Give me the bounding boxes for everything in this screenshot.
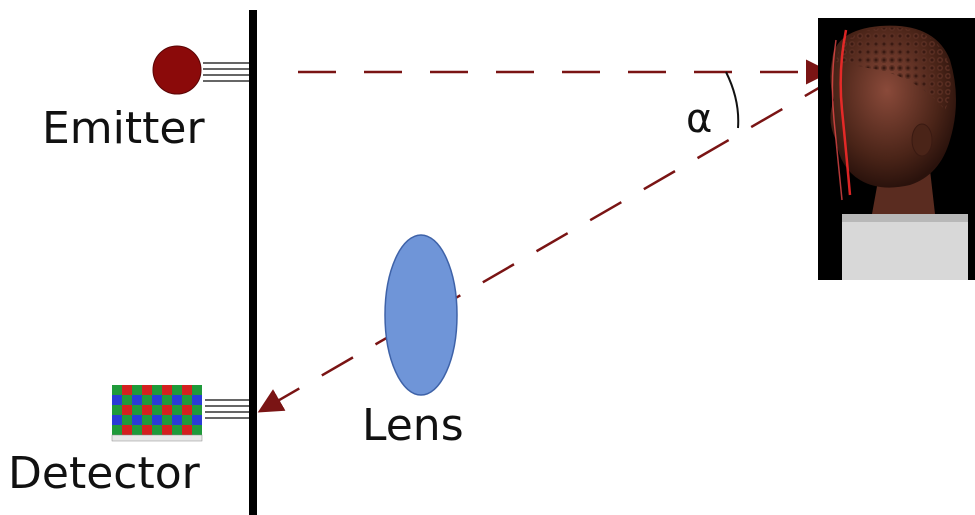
bayer-cell [182,405,192,415]
bayer-cell [112,415,122,425]
bayer-cell [172,415,182,425]
bayer-cell [152,405,162,415]
bayer-cell [132,385,142,395]
bayer-cell [142,425,152,435]
lens-shape [384,234,458,396]
detector: Detector [8,385,249,499]
bayer-cell [142,385,152,395]
bayer-cell [112,425,122,435]
pedestal [842,214,968,280]
bayer-cell [142,405,152,415]
bayer-cell [182,395,192,405]
bayer-cell [162,385,172,395]
bayer-cell [132,405,142,415]
lens-label: Lens [362,400,464,451]
emitter-connector-lines [203,62,249,82]
bayer-cell [172,385,182,395]
bayer-cell [142,415,152,425]
bayer-cell [182,385,192,395]
lens: Lens [362,234,464,451]
detector-connector-lines [205,399,249,419]
bayer-cell [192,415,202,425]
bayer-cell [172,425,182,435]
bayer-cell [132,425,142,435]
bayer-cell [132,415,142,425]
bayer-cell [172,405,182,415]
bayer-cell [112,405,122,415]
angle-label: α [686,96,712,142]
bayer-cell [112,385,122,395]
bayer-cell [152,415,162,425]
bayer-cell [112,395,122,405]
bayer-cell [192,395,202,405]
bayer-cell [152,425,162,435]
bayer-cell [182,415,192,425]
bayer-cell [122,405,132,415]
bayer-cell [192,405,202,415]
sensor-base [111,434,203,442]
emitter: Emitter [42,45,249,154]
bayer-cell [132,395,142,405]
bayer-cell [122,385,132,395]
bayer-cell [172,395,182,405]
bayer-cell [122,395,132,405]
emitter-label: Emitter [42,103,205,154]
detector-label: Detector [8,448,201,499]
angle-arc [725,71,740,129]
emitter-dot-icon [152,45,202,95]
reflected-beam [257,76,837,413]
bayer-sensor-grid-icon [111,385,203,442]
bayer-cell [162,415,172,425]
bayer-cell [162,395,172,405]
bayer-cell [122,415,132,425]
bayer-cell [162,405,172,415]
bayer-cell [152,395,162,405]
baseline-wall [249,10,257,515]
bayer-cell [182,425,192,435]
bayer-cell [122,425,132,435]
bayer-cell [192,425,202,435]
target-head-photo [818,18,975,280]
bayer-cell [142,395,152,405]
bayer-cell [192,385,202,395]
bayer-cell [152,385,162,395]
bayer-cell [162,425,172,435]
